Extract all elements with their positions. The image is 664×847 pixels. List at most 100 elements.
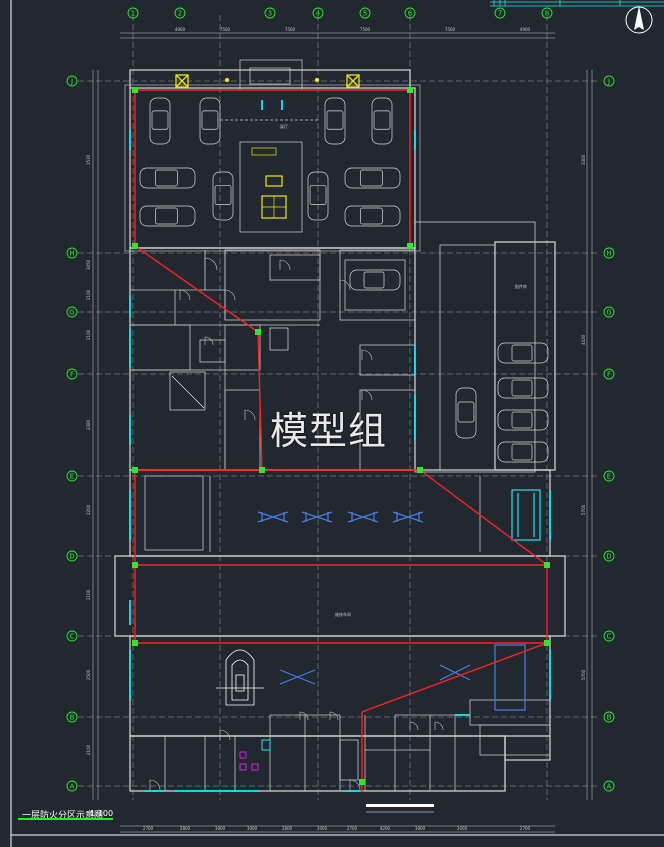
dim-bottom-8: 3800: [415, 826, 426, 831]
zone-marker-6: [259, 467, 265, 473]
parking-car-symbols: [455, 342, 549, 463]
svg-text:6: 6: [408, 10, 413, 18]
zone-marker-5: [132, 467, 138, 473]
dim-left-5: 2200: [86, 504, 91, 515]
dim-top-4: 7500: [445, 27, 456, 32]
dim-top-2: 7500: [285, 27, 296, 32]
axis-bubble-f-r: F: [603, 368, 615, 380]
axis-bubble-c-r: C: [603, 630, 615, 642]
dim-left-8: 2100: [86, 744, 91, 755]
svg-text:4: 4: [316, 10, 321, 18]
dim-top-5: 4900: [520, 27, 531, 32]
car-icon: [497, 377, 549, 399]
svg-text:C: C: [70, 633, 75, 641]
svg-text:A: A: [70, 783, 75, 791]
dim-left-4: 3380: [86, 419, 91, 430]
car-icon: [307, 171, 329, 221]
dim-bottom-9: 3000: [457, 826, 468, 831]
zone-marker-0: [132, 87, 138, 93]
axis-bubble-b-l: B: [66, 711, 78, 723]
zone-marker-12: [359, 779, 365, 785]
dim-left-6: 2100: [86, 589, 91, 600]
car-icon: [139, 167, 196, 189]
toilet-fixtures: [239, 739, 271, 771]
axis-bubble-j-r: J: [603, 75, 615, 87]
dim-bottom-5: 3000: [317, 826, 328, 831]
axis-bubble-top-4: 4: [312, 7, 324, 19]
watermark-text: 模型组: [270, 409, 388, 453]
dim-bottom-0: 2700: [143, 826, 154, 831]
axis-bubble-g-l: G: [66, 306, 78, 318]
axis-bubble-d-r: D: [603, 550, 615, 562]
room-label-showroom: 展厅: [280, 124, 288, 129]
zone-marker-11: [544, 640, 550, 646]
svg-text:1: 1: [131, 10, 135, 18]
svg-text:5: 5: [363, 10, 367, 18]
svg-text:E: E: [607, 473, 611, 481]
car-icon: [497, 342, 549, 364]
svg-text:D: D: [606, 553, 611, 561]
car-icon: [349, 269, 401, 291]
dim-top-3: 7500: [360, 27, 371, 32]
axis-bubble-c-l: C: [66, 630, 78, 642]
zone-marker-1: [407, 87, 413, 93]
axis-bubble-top-7: 7: [494, 7, 506, 19]
car-icon: [455, 387, 477, 439]
scale-bar: [366, 804, 434, 813]
car-icon: [212, 171, 234, 221]
stair-symbols: [169, 327, 359, 781]
zone-marker-9: [544, 562, 550, 568]
dim-right-3: 5700: [581, 669, 586, 680]
car-icon: [344, 167, 401, 189]
svg-text:B: B: [607, 714, 612, 722]
svg-text:2: 2: [178, 10, 182, 18]
dimension-lines: [92, 32, 593, 833]
axis-bubble-top-8: 8: [541, 7, 553, 19]
glazing-curtain-walls: [129, 100, 551, 792]
axis-bubble-top-1: 1: [127, 7, 139, 19]
axis-bubble-j-l: J: [66, 75, 78, 87]
dim-left-3: 2100: [86, 329, 91, 340]
zone-marker-3: [407, 243, 413, 249]
drawing-scale: 1:100: [90, 809, 114, 818]
axis-bubble-e-r: E: [603, 470, 615, 482]
axis-bubble-top-3: 3: [264, 7, 276, 19]
title-block-corner: [490, 0, 664, 7]
dim-bottom-6: 2700: [347, 826, 358, 831]
axis-bubble-g-r: G: [603, 306, 615, 318]
svg-text:8: 8: [545, 10, 549, 18]
axis-bubble-e-l: E: [66, 470, 78, 482]
car-icon: [199, 97, 221, 145]
dim-right-0: 3300: [581, 154, 586, 165]
svg-text:A: A: [607, 783, 612, 791]
svg-text:G: G: [606, 309, 611, 317]
dim-bottom-4: 2800: [282, 826, 293, 831]
car-icon: [497, 441, 549, 463]
car-icon: [139, 205, 196, 227]
svg-text:D: D: [69, 553, 74, 561]
vehicle-lifts: [257, 489, 541, 711]
fire-zone-markers: [132, 87, 550, 785]
dim-bottom-7: 4200: [380, 826, 391, 831]
dim-left-2: 2100: [86, 289, 91, 300]
yellow-markers: [175, 74, 360, 88]
dim-left-7: 2500: [86, 669, 91, 680]
svg-text:J: J: [70, 78, 73, 86]
dim-bottom-3: 3000: [247, 826, 258, 831]
interior-partitions: [129, 244, 551, 791]
dim-left-1: 3050: [86, 259, 91, 270]
zone-marker-7: [417, 467, 423, 473]
dim-top-0: 4900: [175, 27, 186, 32]
dim-bottom-10: 2700: [520, 826, 531, 831]
zone-marker-10: [132, 640, 138, 646]
axis-bubble-a-r: A: [603, 780, 615, 792]
car-icon: [371, 97, 393, 145]
axis-bubble-f-l: F: [66, 368, 78, 380]
svg-text:F: F: [607, 371, 611, 379]
dim-right-1: 4430: [581, 334, 586, 345]
car-icon: [324, 97, 346, 145]
axis-bubble-d-l: D: [66, 550, 78, 562]
